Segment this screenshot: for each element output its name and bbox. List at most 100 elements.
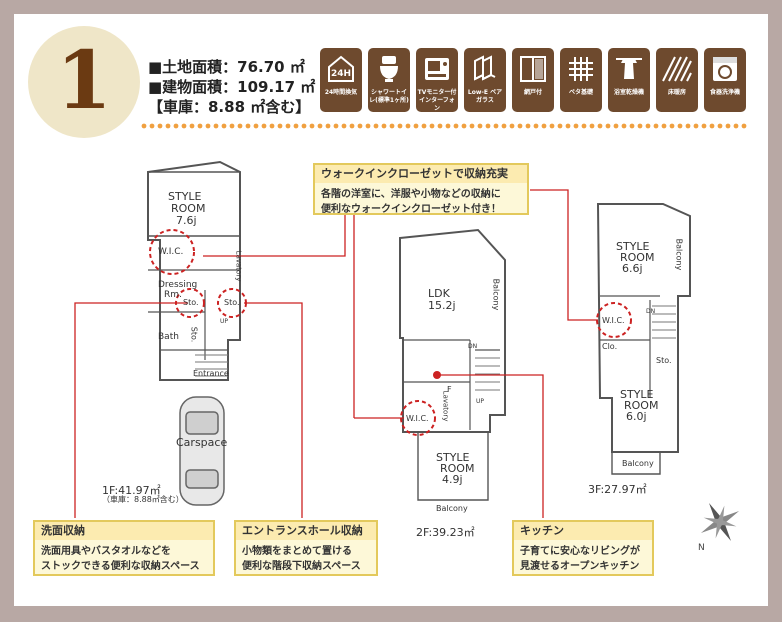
building-area: ■建物面積：109.17 ㎡ bbox=[148, 78, 316, 96]
f1-area-sublabel: （車庫：8.88㎡含む） bbox=[102, 495, 184, 504]
f1-area-label: 1F:41.97㎡ bbox=[102, 484, 161, 497]
divider-dot bbox=[333, 123, 339, 129]
f3-room-label-1: ROOM bbox=[620, 251, 655, 264]
f3-sto-label: Sto. bbox=[656, 356, 672, 365]
divider-dot bbox=[701, 123, 707, 129]
divider-dot bbox=[285, 123, 291, 129]
f3-style-label-1: STYLE bbox=[616, 240, 650, 253]
f3-dn-label: DN bbox=[646, 308, 656, 315]
f1-bath-label: Bath bbox=[158, 332, 179, 342]
plan-number-badge bbox=[28, 26, 140, 138]
divider-dot bbox=[685, 123, 691, 129]
feature-shower-toilet: シャワートイレ(標準1ヶ所) bbox=[368, 48, 410, 112]
floor3-outline bbox=[596, 203, 691, 453]
divider-dot bbox=[413, 123, 419, 129]
feature-ventilation: 24H 24時間換気 bbox=[320, 48, 362, 112]
wic-connector-3f bbox=[530, 189, 598, 321]
divider-dot bbox=[293, 123, 299, 129]
divider-dot bbox=[181, 123, 187, 129]
kitchen-callout-title: キッチン bbox=[514, 522, 652, 540]
divider-dot bbox=[325, 123, 331, 129]
divider-dot bbox=[717, 123, 723, 129]
divider-dot bbox=[573, 123, 579, 129]
f1-sto-label-3: Sto. bbox=[189, 326, 199, 343]
divider-dot bbox=[597, 123, 603, 129]
svg-text:24H: 24H bbox=[331, 69, 351, 79]
wic-connector-2f bbox=[353, 196, 404, 419]
kitchen-callout: キッチン 子育てに安心なリビングが 見渡せるオープンキッチン bbox=[512, 520, 654, 576]
f1-dressing-label: Dressing bbox=[158, 280, 198, 290]
floor3-inner-walls bbox=[600, 295, 660, 398]
floor-heating-icon bbox=[662, 56, 692, 82]
divider-dot bbox=[477, 123, 483, 129]
divider-dot bbox=[613, 123, 619, 129]
entrance-callout-title: エントランスホール収納 bbox=[236, 522, 376, 540]
divider-dot bbox=[725, 123, 731, 129]
floor2-inner-walls bbox=[403, 339, 500, 430]
floor3-stairs bbox=[652, 305, 676, 339]
entrance-callout-body: 小物類をまとめて置ける 便利な階段下収納スペース bbox=[242, 546, 361, 572]
divider-dot bbox=[517, 123, 523, 129]
divider-dot bbox=[565, 123, 571, 129]
plan-number: 1 bbox=[56, 33, 112, 127]
divider-dot bbox=[589, 123, 595, 129]
wic-callout-body: 各階の洋室に、洋服や小物などの収納に 便利なウォークインクローゼット付き！ bbox=[321, 189, 501, 215]
divider-dot bbox=[357, 123, 363, 129]
floor1-outline bbox=[147, 160, 241, 381]
floor1-inner-walls bbox=[148, 269, 240, 360]
kitchen-marker bbox=[433, 371, 441, 379]
feature-floor-heating: 床暖房 bbox=[656, 48, 698, 112]
entrance-callout: エントランスホール収納 小物類をまとめて置ける 便利な階段下収納スペース bbox=[234, 520, 378, 576]
f1-sto-label-2: Sto. bbox=[224, 298, 240, 307]
divider-dot bbox=[173, 123, 179, 129]
floor3-lower-balcony bbox=[611, 452, 661, 475]
feature-bath-dryer: 浴室乾燥機 bbox=[608, 48, 650, 112]
divider-dot bbox=[669, 123, 675, 129]
f2-f-label: F bbox=[447, 385, 452, 394]
floor1-stairs bbox=[195, 354, 228, 377]
divider-dot bbox=[645, 123, 651, 129]
divider-dot bbox=[221, 123, 227, 129]
wic-callout-title: ウォークインクローゼットで収納充実 bbox=[315, 165, 527, 183]
wic-marker-1f bbox=[149, 229, 195, 275]
divider-dot bbox=[277, 123, 283, 129]
divider-dot bbox=[525, 123, 531, 129]
divider-dot bbox=[365, 123, 371, 129]
divider-dot bbox=[437, 123, 443, 129]
divider-dot bbox=[189, 123, 195, 129]
divider-dot bbox=[741, 123, 747, 129]
divider-dot bbox=[733, 123, 739, 129]
divider-dot bbox=[533, 123, 539, 129]
divider-dot bbox=[581, 123, 587, 129]
f3-balcony-bottom-label: Balcony bbox=[622, 459, 654, 468]
divider-dot bbox=[677, 123, 683, 129]
f3-style-label-2: STYLE bbox=[620, 388, 654, 401]
f3-clo-label: Clo. bbox=[602, 342, 618, 351]
wic-marker-3f bbox=[596, 302, 632, 338]
car-icon bbox=[179, 396, 225, 506]
floor2-stairs bbox=[475, 357, 500, 391]
divider-dot bbox=[541, 123, 547, 129]
entrance-marker bbox=[217, 288, 247, 318]
f1-lavatory-label: Lavatory bbox=[234, 250, 243, 282]
divider-dot bbox=[149, 123, 155, 129]
shower-toilet-icon bbox=[380, 56, 398, 82]
feature-intercom: TVモニター付インターフォン bbox=[416, 48, 458, 112]
garage-note: 【車庫：8.88 ㎡含む】 bbox=[148, 98, 311, 116]
divider-dot bbox=[205, 123, 211, 129]
washroom-callout: 洗面収納 洗面用具やバスタオルなどを ストックできる便利な収納スペース bbox=[33, 520, 215, 576]
divider-dot bbox=[373, 123, 379, 129]
f3-area-label: 3F:27.97㎡ bbox=[588, 483, 647, 496]
f2-room-size: 4.9j bbox=[442, 473, 463, 486]
divider-dot bbox=[501, 123, 507, 129]
entrance-connector bbox=[244, 302, 303, 518]
f2-dn-label: DN bbox=[468, 343, 478, 350]
divider-dot bbox=[469, 123, 475, 129]
divider-dot bbox=[461, 123, 467, 129]
divider-dot bbox=[493, 123, 499, 129]
f1-sto-label-1: Sto. bbox=[183, 298, 199, 307]
f3-balcony-side-label: Balcony bbox=[674, 238, 684, 271]
f2-ldk-size: 15.2j bbox=[428, 299, 456, 312]
divider-dot bbox=[197, 123, 203, 129]
divider-dot bbox=[509, 123, 515, 129]
